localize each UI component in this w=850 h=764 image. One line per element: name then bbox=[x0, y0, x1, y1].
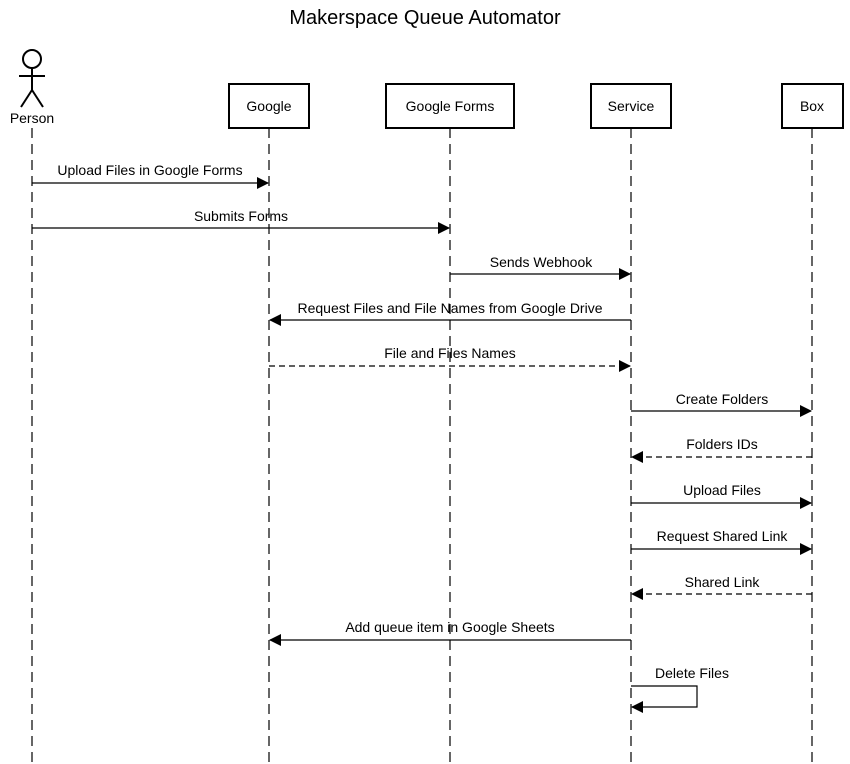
participant-box bbox=[590, 83, 672, 129]
participant-google-forms: Google Forms bbox=[385, 83, 515, 129]
message-arrow-12-self bbox=[631, 685, 698, 713]
participant-google: Google bbox=[228, 83, 310, 129]
participant-label-box: Box bbox=[800, 98, 824, 114]
participant-person: Person bbox=[10, 49, 54, 126]
message-label-3: Sends Webhook bbox=[490, 254, 593, 270]
participant-label-google: Google bbox=[246, 98, 291, 114]
participant-label-person: Person bbox=[10, 110, 54, 126]
actor-head bbox=[22, 49, 42, 69]
participant-box bbox=[781, 83, 844, 129]
message-label-6: Create Folders bbox=[676, 391, 769, 407]
message-label-10: Shared Link bbox=[685, 574, 761, 590]
participant-box-service: Box bbox=[781, 83, 844, 129]
actor-left-leg bbox=[20, 89, 33, 108]
message-label-1: Upload Files in Google Forms bbox=[57, 162, 242, 178]
message-label-7: Folders IDs bbox=[686, 436, 758, 452]
message-label-12: Delete Files bbox=[655, 665, 729, 681]
message-label-9: Request Shared Link bbox=[657, 528, 789, 544]
message-label-4: Request Files and File Names from Google… bbox=[297, 300, 602, 316]
message-label-2: Submits Forms bbox=[194, 208, 288, 224]
message-label-8: Upload Files bbox=[683, 482, 761, 498]
participant-box bbox=[385, 83, 515, 129]
participant-box bbox=[228, 83, 310, 129]
actor-right-leg bbox=[31, 89, 44, 108]
message-label-5: File and Files Names bbox=[384, 345, 516, 361]
participant-label-service: Service bbox=[608, 98, 655, 114]
participant-service: Service bbox=[590, 83, 672, 129]
message-label-11: Add queue item in Google Sheets bbox=[345, 619, 554, 635]
participant-label-google-forms: Google Forms bbox=[406, 98, 495, 114]
diagram-title: Makerspace Queue Automator bbox=[289, 7, 561, 29]
